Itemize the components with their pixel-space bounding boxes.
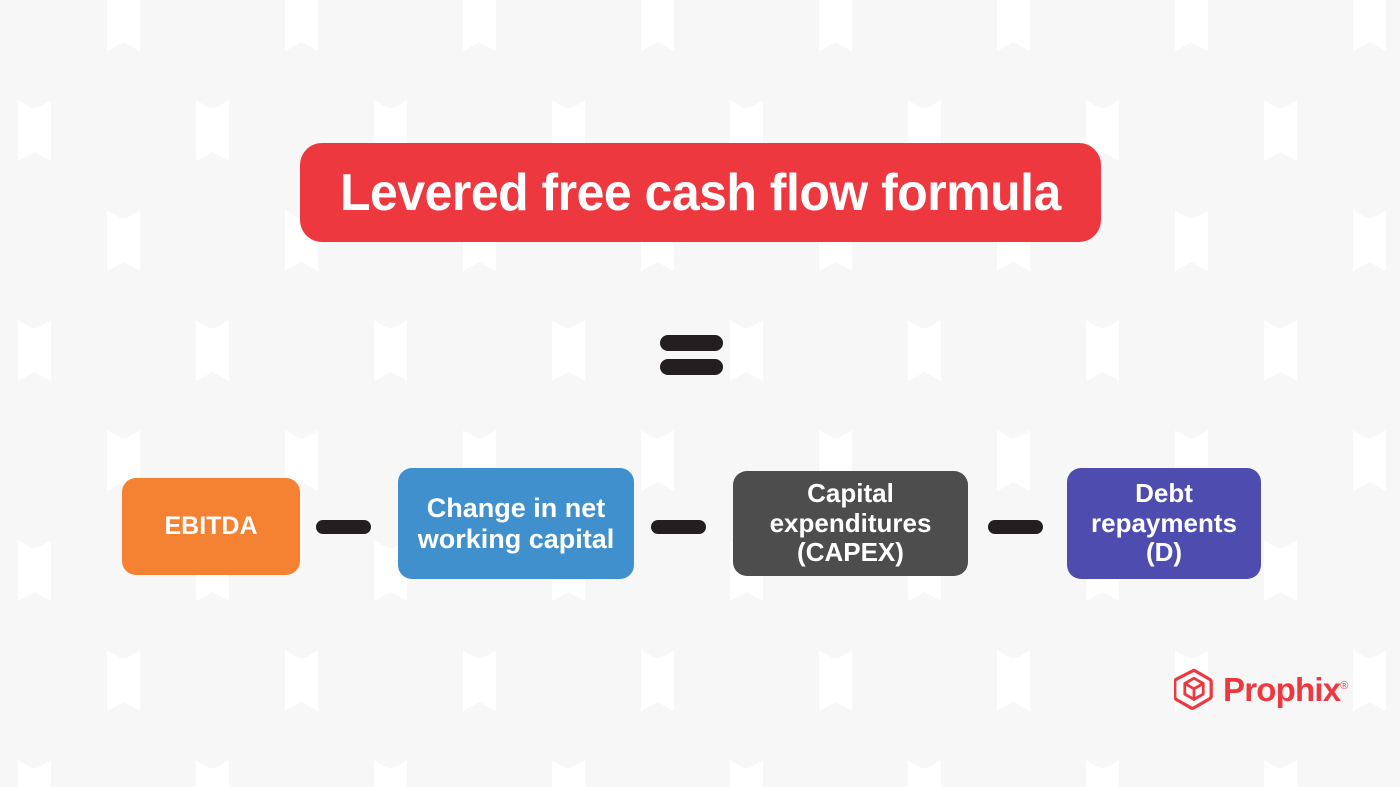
term-label-capital-expenditures: Capital expenditures (CAPEX) [769, 478, 932, 568]
title-banner: Levered free cash flow formula [300, 143, 1101, 242]
equals-bar-top [660, 335, 723, 351]
minus-operator-1 [316, 520, 371, 534]
formula-row: EBITDA Change in net working capital Cap… [0, 455, 1400, 590]
equals-sign [660, 335, 723, 375]
prophix-cube-icon [1174, 668, 1213, 710]
minus-operator-3 [988, 520, 1043, 534]
prophix-logo: Prophix® [1174, 668, 1348, 710]
term-box-debt-repayments: Debt repayments (D) [1067, 468, 1261, 579]
prophix-wordmark-text: Prophix [1223, 670, 1341, 708]
term-label-ebitda: EBITDA [164, 512, 258, 541]
page-title: Levered free cash flow formula [340, 163, 1061, 222]
term-label-change-in-net-working-capital: Change in net working capital [417, 492, 615, 554]
term-box-capital-expenditures: Capital expenditures (CAPEX) [733, 471, 968, 576]
minus-operator-2 [651, 520, 706, 534]
term-box-ebitda: EBITDA [122, 478, 300, 575]
term-label-debt-repayments: Debt repayments (D) [1091, 478, 1237, 568]
term-box-change-in-net-working-capital: Change in net working capital [398, 468, 634, 579]
registered-trademark-icon: ® [1340, 679, 1349, 692]
equals-bar-bottom [660, 359, 723, 375]
prophix-wordmark: Prophix® [1223, 673, 1348, 706]
